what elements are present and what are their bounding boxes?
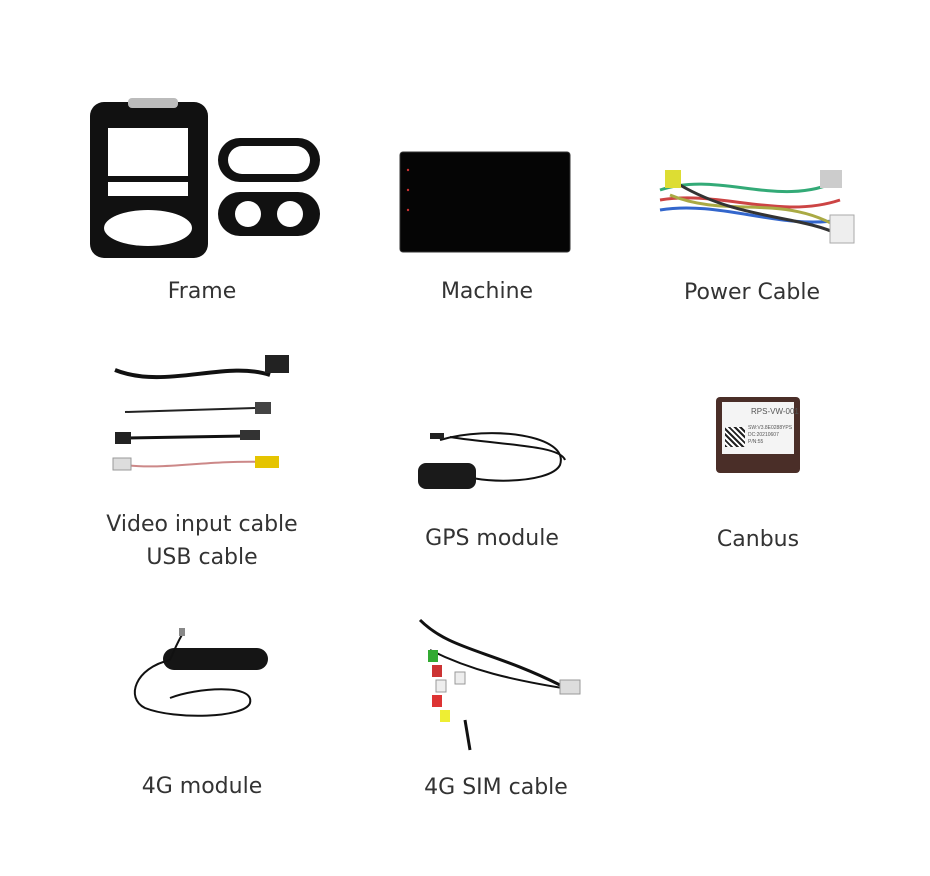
4g-sim-cable-label: 4G SIM cable: [424, 775, 568, 800]
gps-module-label: GPS module: [425, 526, 559, 551]
frame-image: [90, 98, 320, 258]
4g-sim-cable-image: [418, 618, 581, 751]
canbus-details: SW:V3.8E0288YPS DC:20210607 P/N:55: [748, 425, 792, 446]
canbus-dc-text: DC:20210607: [748, 432, 779, 438]
canbus-pn-text: P/N:55: [748, 439, 764, 445]
canbus-model-text: RPS-VW-001: [751, 407, 799, 416]
machine-image: [399, 151, 571, 253]
canbus-image: RPS-VW-001 SW:V3.8E0288YPS DC:20210607 P…: [716, 397, 800, 473]
power-cable-label: Power Cable: [684, 280, 820, 305]
frame-label: Frame: [167, 279, 237, 304]
gps-module-image: [418, 432, 566, 489]
4g-module-label: 4G module: [141, 774, 263, 799]
video-usb-cable-image: [112, 355, 289, 471]
power-cable-image: [659, 170, 855, 244]
canbus-sw-text: SW:V3.8E0288YPS: [748, 425, 793, 431]
usb-cable-label: USB cable: [146, 545, 258, 570]
qr-code-icon: [725, 427, 745, 447]
video-usb-cable-label: Video input cable USB cable: [62, 508, 342, 574]
canbus-label: Canbus: [716, 527, 800, 552]
machine-label: Machine: [440, 279, 534, 304]
4g-module-image: [133, 628, 268, 717]
video-input-cable-label: Video input cable: [106, 512, 298, 537]
